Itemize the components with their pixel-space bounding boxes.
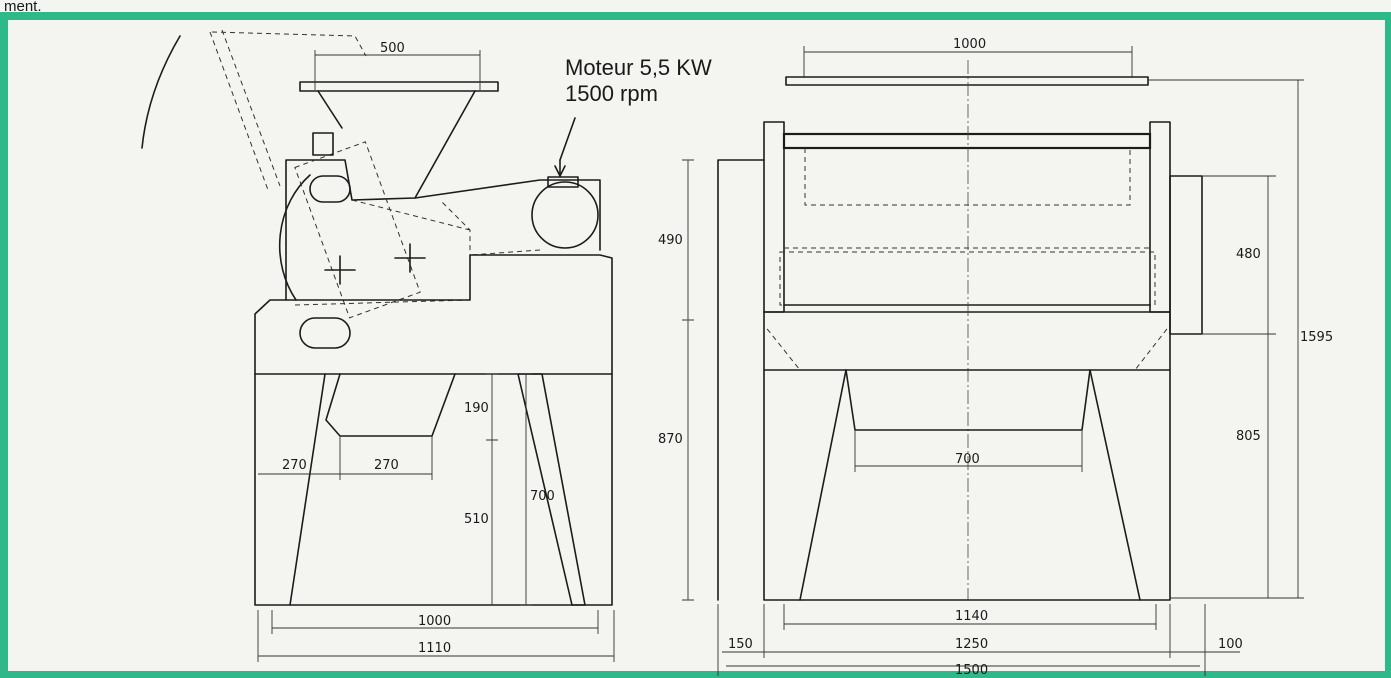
hopper-top-plate: [299, 81, 499, 92]
dim-1140-line: [783, 604, 1157, 630]
dim-805: 805: [1236, 429, 1261, 444]
dim-1000-front: 1000: [953, 37, 986, 52]
dim-270-right: 270: [374, 458, 399, 473]
side-view-dimensions: 500 190 270 270 510 700 1000 1110: [257, 41, 615, 662]
hinge-block: [312, 132, 334, 156]
dim-190: 190: [464, 401, 489, 416]
dim-480: 480: [1236, 247, 1261, 262]
caption-fragment: ment.: [4, 0, 42, 15]
dim-1110: 1110: [418, 641, 451, 656]
dim-270-line: [258, 436, 433, 480]
swing-arc: [141, 35, 181, 149]
dim-1595: 1595: [1300, 330, 1333, 345]
dim-870: 870: [658, 432, 683, 447]
hopper-walls: [317, 90, 476, 199]
dim-100: 100: [1218, 637, 1243, 652]
dim-700-front: 700: [955, 452, 980, 467]
motor-pulley: [531, 181, 599, 249]
dim-150: 150: [728, 637, 753, 652]
motor-speed-label: 1500 rpm: [565, 81, 658, 106]
dim-1000-side: 1000: [418, 614, 451, 629]
dim-1110-line: [257, 610, 615, 662]
hopper-top-plate-front: [785, 76, 1149, 86]
dim-1250: 1250: [955, 637, 988, 652]
hopper-hidden: [804, 148, 1131, 206]
frame-box: [254, 373, 613, 606]
chamber-hidden: [779, 247, 1156, 306]
dim-1595-line: [1148, 79, 1304, 599]
dim-1500-line: [717, 604, 1206, 676]
dim-700-front-line: [854, 430, 1083, 472]
motor-label: Moteur 5,5 KW: [565, 55, 712, 80]
motor-box-front: [1169, 175, 1203, 335]
front-frame-box: [763, 369, 1171, 601]
front-legs-outer: [799, 369, 1141, 601]
dim-700-side: 700: [530, 489, 555, 504]
dim-1000-front-line: [803, 46, 1133, 78]
dim-1000-line: [271, 610, 599, 634]
left-extent: [717, 159, 765, 601]
dim-270-left: 270: [282, 458, 307, 473]
dim-1250-line: [763, 604, 1171, 658]
motor-arrow-head: [554, 165, 566, 177]
front-view: [717, 60, 1203, 601]
rear-leg: [517, 373, 586, 606]
hinged-lid-outline: [209, 29, 367, 191]
upper-slot: [309, 175, 351, 203]
bearing-marks: [324, 243, 426, 285]
dim-500-line: [314, 50, 481, 90]
discharge-opening: [845, 369, 1091, 431]
dim-700-line: [520, 373, 532, 606]
dim-1500: 1500: [955, 663, 988, 678]
dim-1140: 1140: [955, 609, 988, 624]
dim-490: 490: [658, 233, 683, 248]
dim-500: 500: [380, 41, 405, 56]
lower-body: [763, 311, 1171, 371]
rotor-housing-arc: [278, 174, 311, 301]
motor-mount: [547, 176, 579, 188]
machine-bed: [254, 254, 613, 375]
roller-bar: [782, 132, 1152, 150]
motor-leader: [559, 117, 576, 161]
dim-510: 510: [464, 512, 489, 527]
front-view-dimensions: 1000 490 870 480 805 1595 700 1140 1250 …: [658, 37, 1333, 678]
side-view: [141, 29, 613, 606]
dim-870-line: [682, 320, 694, 601]
drawing-area: [8, 20, 1385, 671]
lower-slot: [299, 317, 351, 349]
